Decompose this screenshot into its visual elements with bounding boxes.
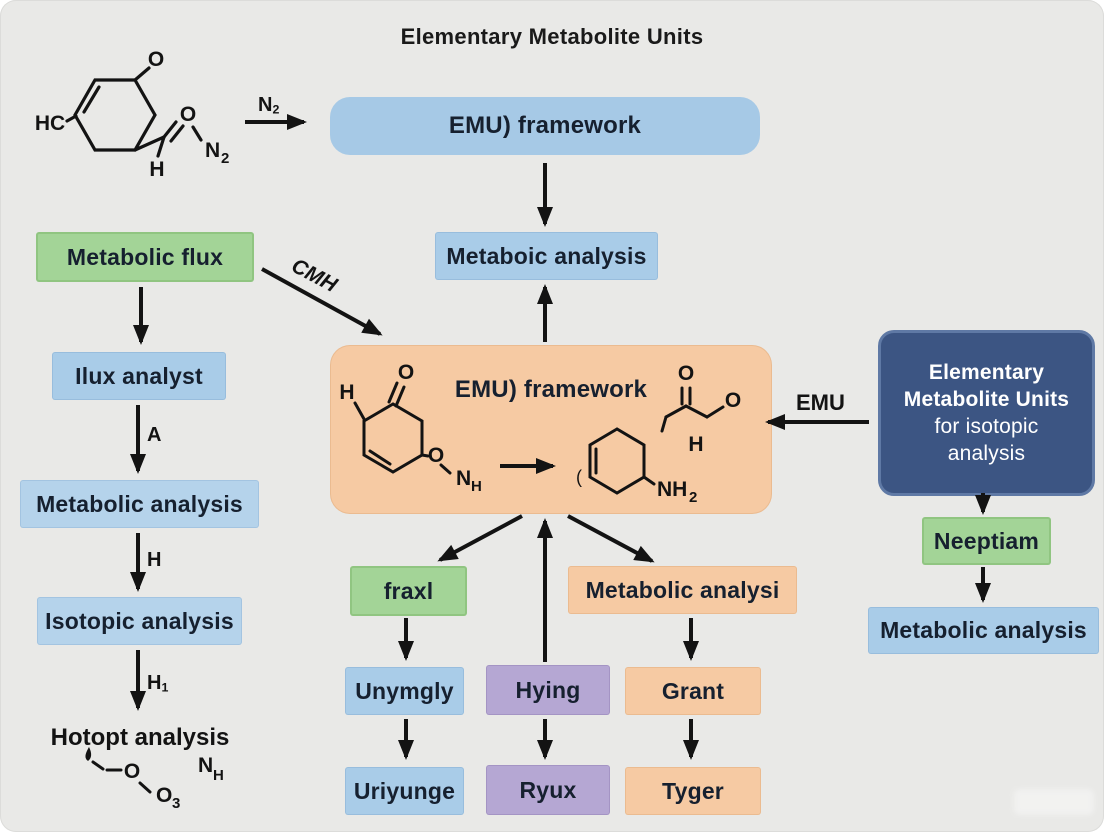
molecule-hotopt-fragment [85,747,152,794]
node-emu-framework-center: EMU) framework [330,345,772,514]
dark-box-line2: Metabolite Units [903,388,1070,411]
node-tyger: Tyger [625,767,761,815]
node-uriyunge: Uriyunge [345,767,464,815]
dark-box-line4: analysis [947,442,1026,465]
arrow-label-cmh: CMH [287,254,341,297]
atom-n: N [205,139,220,162]
node-hying: Hying [486,665,610,715]
emu-center-title: EMU) framework [454,376,648,403]
atom-n-hotopt: N [198,754,213,777]
atom-o-top: O [148,48,164,71]
label-hotopt-analysis: Hotopt analysis [50,724,230,751]
arrow-label-h1: H1 [147,672,169,695]
node-grant: Grant [625,667,761,715]
node-elementary-metabolite-units: Elementary Metabolite Units for isotopic… [878,330,1095,496]
node-ryux: Ryux [486,765,610,815]
arrow-label-h: H [147,549,162,571]
atom-o3-sub: 3 [172,795,180,812]
atom-n-sub: 2 [221,150,229,167]
node-fraxl: fraxl [350,566,467,616]
node-metaboic-analysis: Metaboic analysis [435,232,658,280]
arrow-to-fraxl [437,514,523,562]
dark-box-line1: Elementary [928,361,1045,384]
node-metabolic-analysis-right: Metabolic analysis [868,607,1099,654]
node-metabolic-analysis-left: Metabolic analysis [20,480,259,528]
atom-hc: HC [35,112,65,135]
arrow-to-metabolic-analysi [567,514,655,563]
arrow-label-a: A [147,424,162,446]
node-metabolic-flux: Metabolic flux [36,232,254,282]
node-metabolic-analysi: Metabolic analysi [568,566,797,614]
node-unymgly: Unymgly [345,667,464,715]
node-neeptiam: Neeptiam [922,517,1051,565]
node-emu-framework-top: EMU) framework [330,97,760,155]
watermark [1014,789,1094,815]
node-isotopic-analysis: Isotopic analysis [37,597,242,645]
page-title: Elementary Metabolite Units [400,24,704,49]
arrow-label-emu: EMU [796,390,845,415]
molecule-substrate [65,66,203,158]
node-ilux-analyst: Ilux analyst [52,352,226,400]
arrow-label-n2: N2 [258,94,280,117]
atom-n-hotopt-sub: H [213,767,224,784]
dark-box-line3: for isotopic [934,415,1039,438]
atom-h: H [149,158,164,181]
atom-o-carbonyl: O [180,103,196,126]
atom-o3: O [156,784,172,807]
atom-o-hotopt: O [124,760,140,783]
